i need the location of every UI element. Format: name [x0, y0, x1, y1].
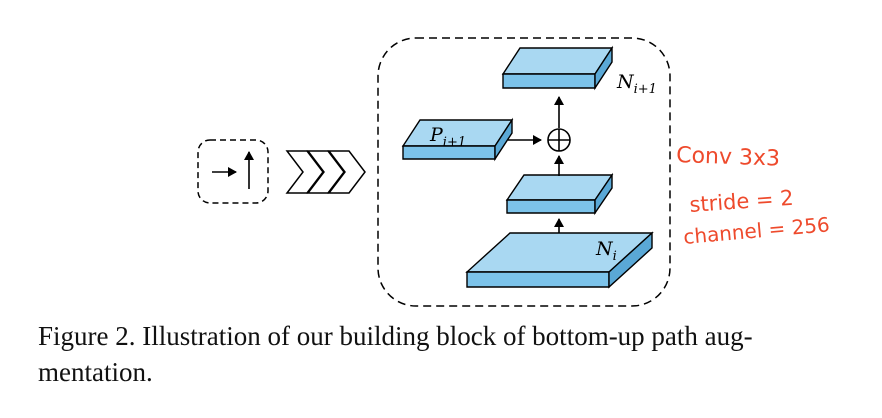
legend-dashed-border	[197, 139, 269, 204]
handwritten-channel-note: channel = 256	[682, 212, 830, 249]
shortcut-legend-box	[197, 139, 269, 204]
elementwise-sum-icon	[547, 128, 571, 152]
label-n-next: Ni+1	[616, 71, 657, 97]
label-n-i: Ni	[595, 238, 617, 264]
feature-block-downsampled	[505, 172, 614, 216]
feature-block-n-i	[465, 231, 654, 289]
label-p-next: Pi+1	[429, 124, 466, 150]
shortcut-arrow-icon	[212, 151, 254, 189]
caption-line-2: mentation.	[38, 357, 153, 387]
bottom-up-path-diagram: Ni+1 Pi+1	[197, 37, 831, 307]
feature-block-n-next	[501, 45, 614, 91]
triple-chevron-icon	[285, 150, 366, 194]
building-block-dashed-border	[377, 37, 671, 307]
handwritten-conv-note: Conv 3x3	[676, 143, 781, 172]
feature-block-p-next	[401, 117, 514, 162]
figure-caption: Figure 2. Illustration of our building b…	[38, 318, 858, 390]
handwritten-stride-note: stride = 2	[689, 186, 795, 217]
caption-line-1: Figure 2. Illustration of our building b…	[38, 321, 753, 351]
